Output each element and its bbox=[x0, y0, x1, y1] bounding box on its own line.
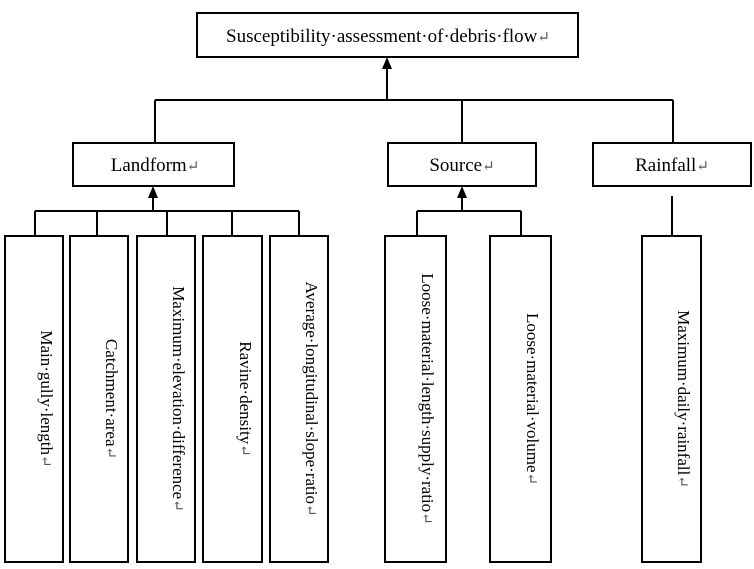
svg-text:Maximum·daily·rainfall↵: Maximum·daily·rainfall↵ bbox=[674, 310, 693, 488]
factor-label: Maximum·elevation·difference bbox=[169, 286, 188, 499]
category-node-rainfall: Rainfall↵ bbox=[592, 142, 752, 187]
category-node-source: Source↵ bbox=[387, 142, 537, 187]
category-label: Rainfall bbox=[635, 155, 696, 176]
paragraph-mark-icon: ↵ bbox=[169, 499, 185, 512]
factor-node-maximum-daily-rainfall: Maximum·daily·rainfall↵ bbox=[641, 235, 702, 563]
paragraph-mark-icon: ↵ bbox=[696, 159, 709, 175]
root-node: Susceptibility·assessment·of·debris·flow… bbox=[196, 12, 579, 58]
factor-node-maximum-elevation-difference: Maximum·elevation·difference↵ bbox=[136, 235, 196, 563]
category-label: Source bbox=[429, 155, 482, 176]
factor-node-ravine-density: Ravine·density↵ bbox=[202, 235, 263, 563]
paragraph-mark-icon: ↵ bbox=[418, 512, 434, 525]
svg-text:Catchment·area↵: Catchment·area↵ bbox=[102, 339, 121, 459]
paragraph-mark-icon: ↵ bbox=[482, 159, 495, 175]
paragraph-mark-icon: ↵ bbox=[302, 504, 318, 517]
paragraph-mark-icon: ↵ bbox=[537, 30, 550, 46]
paragraph-mark-icon: ↵ bbox=[236, 444, 252, 457]
factor-node-loose-material-volume: Loose·material·volume↵ bbox=[489, 235, 552, 563]
factor-label: Ravine·density bbox=[236, 341, 255, 444]
svg-text:Landform↵: Landform↵ bbox=[111, 155, 200, 176]
paragraph-mark-icon: ↵ bbox=[102, 447, 118, 460]
factor-label: Loose·material·volume bbox=[523, 313, 542, 473]
factor-node-average-longitudinal-slope-ratio: Average·longitudinal·slope·ratio↵ bbox=[269, 235, 329, 563]
arrowhead-root bbox=[382, 57, 392, 69]
paragraph-mark-icon: ↵ bbox=[187, 159, 200, 175]
factor-label: Catchment·area bbox=[102, 339, 121, 447]
svg-text:Rainfall↵: Rainfall↵ bbox=[635, 155, 709, 176]
paragraph-mark-icon: ↵ bbox=[523, 472, 539, 485]
svg-text:Average·longitudinal·slope·rat: Average·longitudinal·slope·ratio↵ bbox=[302, 281, 321, 516]
paragraph-mark-icon: ↵ bbox=[674, 475, 690, 488]
connector-lines bbox=[34, 67, 674, 236]
paragraph-mark-icon: ↵ bbox=[37, 455, 53, 468]
factor-node-catchment-area: Catchment·area↵ bbox=[69, 235, 129, 563]
svg-text:Loose·material·volume↵: Loose·material·volume↵ bbox=[523, 313, 542, 485]
svg-text:Maximum·elevation·difference↵: Maximum·elevation·difference↵ bbox=[169, 286, 188, 512]
arrowheads bbox=[148, 57, 467, 198]
svg-text:Source↵: Source↵ bbox=[429, 155, 494, 176]
root-label: Susceptibility·assessment·of·debris·flow bbox=[226, 26, 538, 47]
category-node-landform: Landform↵ bbox=[72, 142, 235, 187]
factor-label: Average·longitudinal·slope·ratio bbox=[302, 281, 321, 504]
arrowhead-landform bbox=[148, 186, 158, 198]
svg-text:Susceptibility·assessment·of·d: Susceptibility·assessment·of·debris·flow… bbox=[226, 26, 550, 47]
factor-label: Maximum·daily·rainfall bbox=[674, 310, 693, 476]
category-label: Landform bbox=[111, 155, 187, 176]
factor-node-loose-material-length-supply-ratio: Loose·material·length·supply·ratio↵ bbox=[384, 235, 447, 563]
factor-label: Loose·material·length·supply·ratio bbox=[418, 273, 437, 512]
svg-text:Ravine·density↵: Ravine·density↵ bbox=[236, 341, 255, 457]
arrowhead-source bbox=[457, 186, 467, 198]
svg-text:Main·gully·length↵: Main·gully·length↵ bbox=[37, 330, 56, 467]
factor-node-main-gully-length: Main·gully·length↵ bbox=[4, 235, 64, 563]
factor-label: Main·gully·length bbox=[37, 330, 56, 455]
svg-text:Loose·material·length·supply·r: Loose·material·length·supply·ratio↵ bbox=[418, 273, 437, 524]
